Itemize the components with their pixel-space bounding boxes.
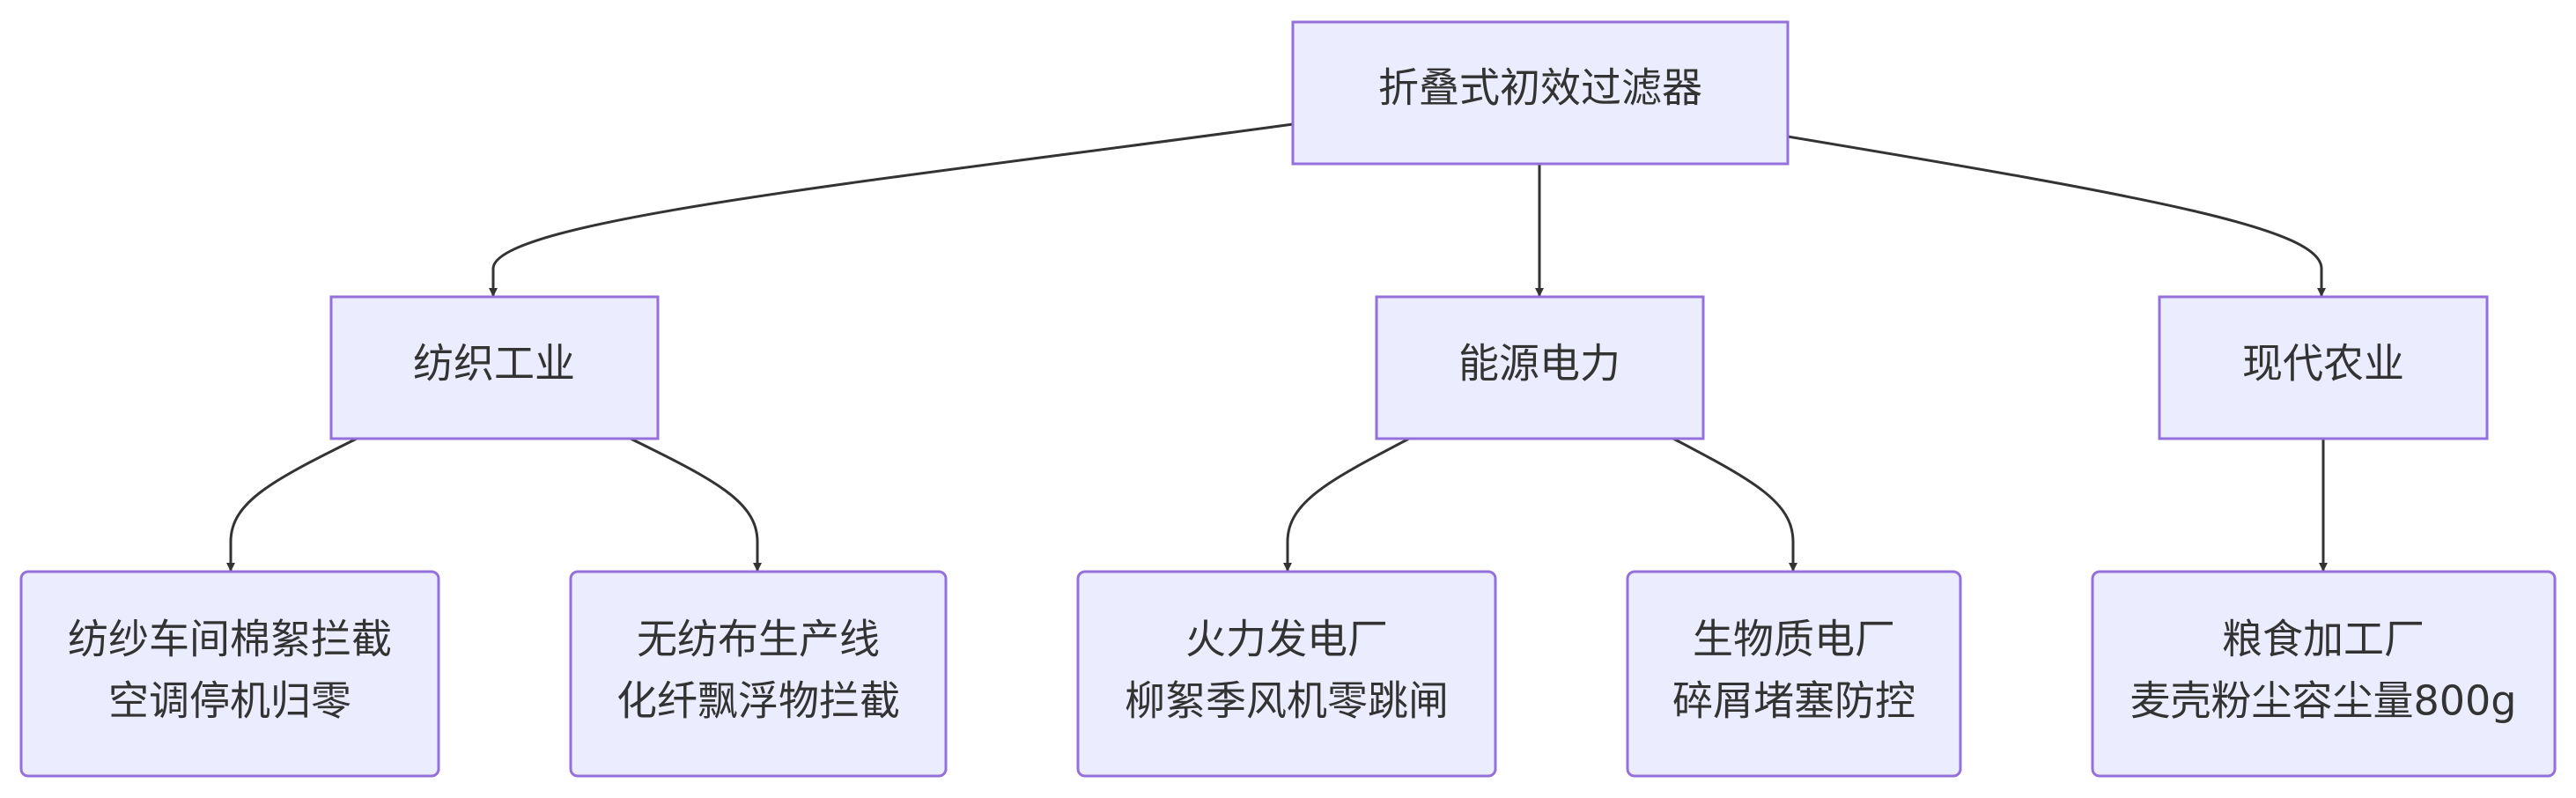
node-leaf-grain-line2: 麦壳粉尘容尘量800g (2130, 677, 2517, 725)
edge-textile-to-nonwoven (630, 437, 762, 572)
node-leaf-thermal-line1: 火力发电厂 (1185, 616, 1388, 663)
node-category-agriculture: 现代农业 (2158, 295, 2489, 440)
node-leaf-grain-line1: 粮食加工厂 (2222, 616, 2425, 663)
edge-root-to-agriculture (1787, 135, 2326, 297)
node-leaf-thermal-line2: 柳絮季风机零跳闸 (1125, 677, 1449, 725)
node-leaf-biomass-line2: 碎屑堵塞防控 (1672, 677, 1915, 725)
node-leaf-spinning: 纺纱车间棉絮拦截 空调停机归零 (19, 570, 440, 778)
node-leaf-spinning-line2: 空调停机归零 (108, 677, 351, 725)
node-leaf-thermal: 火力发电厂 柳絮季风机零跳闸 (1076, 570, 1497, 778)
node-root-label: 折叠式初效过滤器 (1378, 64, 1702, 112)
node-category-textile-label: 纺织工业 (413, 340, 575, 388)
node-leaf-grain: 粮食加工厂 麦壳粉尘容尘量800g (2091, 570, 2557, 778)
edge-textile-to-spinning (226, 437, 358, 572)
node-category-textile: 纺织工业 (329, 295, 660, 440)
node-category-energy-label: 能源电力 (1458, 340, 1620, 388)
node-leaf-nonwoven-line1: 无纺布生产线 (637, 616, 880, 663)
node-leaf-biomass: 生物质电厂 碎屑堵塞防控 (1626, 570, 1962, 778)
node-category-energy: 能源电力 (1375, 295, 1705, 440)
node-category-agriculture-label: 现代农业 (2242, 340, 2404, 388)
node-leaf-biomass-line1: 生物质电厂 (1693, 616, 1895, 663)
node-leaf-nonwoven: 无纺布生产线 化纤飘浮物拦截 (569, 570, 948, 778)
edge-root-to-textile (489, 122, 1294, 297)
edge-energy-to-biomass (1672, 437, 1797, 572)
node-leaf-spinning-line1: 纺纱车间棉絮拦截 (68, 616, 392, 663)
node-root: 折叠式初效过滤器 (1291, 20, 1790, 166)
node-leaf-nonwoven-line2: 化纤飘浮物拦截 (616, 677, 900, 725)
edge-energy-to-thermal (1283, 437, 1410, 572)
